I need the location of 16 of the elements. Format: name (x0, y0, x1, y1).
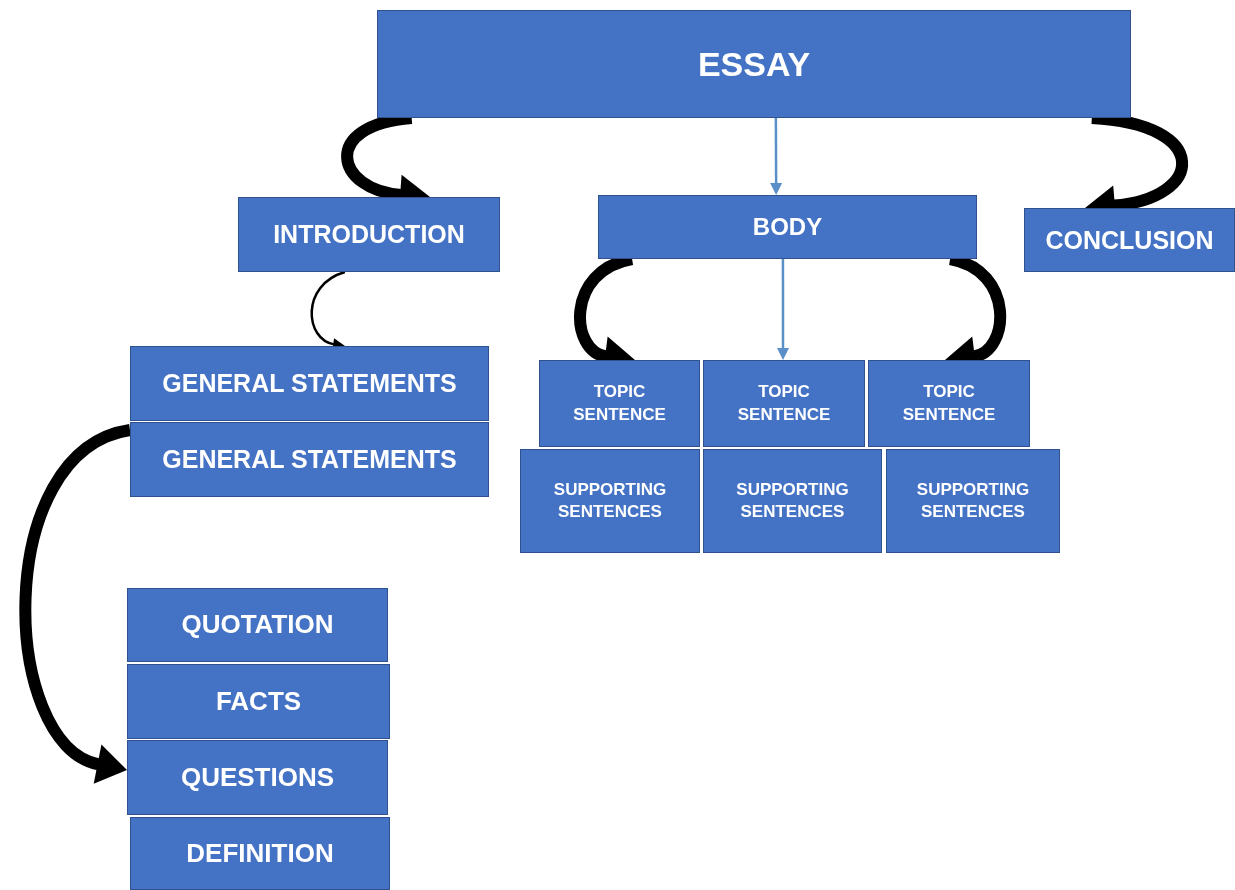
concept-box: FACTS (127, 664, 390, 739)
concept-box: QUOTATION (127, 588, 388, 662)
concept-box: SUPPORTING SENTENCES (886, 449, 1060, 553)
concept-box: INTRODUCTION (238, 197, 500, 272)
concept-box: GENERAL STATEMENTS (130, 422, 489, 497)
concept-box: TOPIC SENTENCE (539, 360, 700, 447)
concept-box: CONCLUSION (1024, 208, 1235, 272)
concept-box: ESSAY (377, 10, 1131, 118)
concept-box: TOPIC SENTENCE (868, 360, 1030, 447)
concept-box: SUPPORTING SENTENCES (703, 449, 882, 553)
concept-box: TOPIC SENTENCE (703, 360, 865, 447)
concept-box: GENERAL STATEMENTS (130, 346, 489, 421)
concept-box: QUESTIONS (127, 740, 388, 815)
concept-box: SUPPORTING SENTENCES (520, 449, 700, 553)
concept-box: DEFINITION (130, 817, 390, 890)
concept-box: BODY (598, 195, 977, 259)
